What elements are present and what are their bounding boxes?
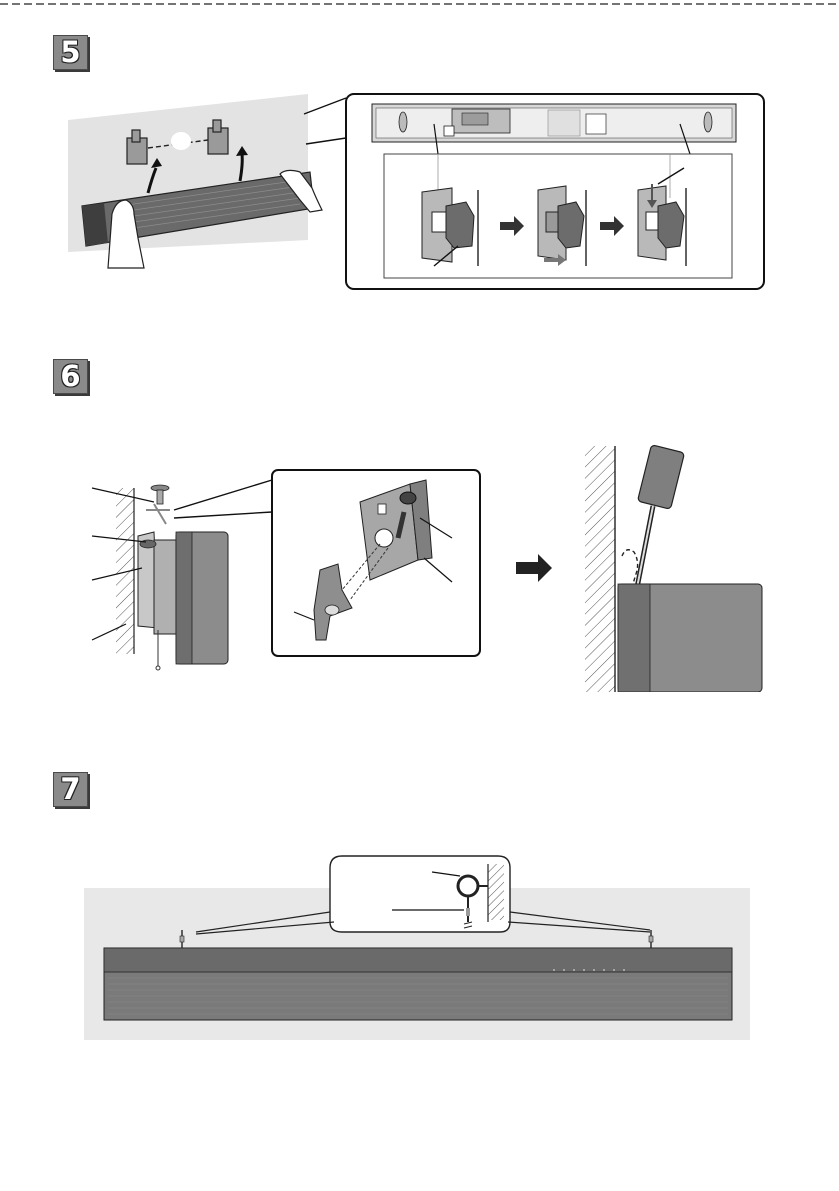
step-7-illustration [84, 852, 750, 1042]
step-5-badge: 5 [53, 35, 89, 71]
wall-hatch-icon [585, 446, 615, 692]
cut-line [0, 0, 839, 10]
step-6-illustration [80, 440, 770, 692]
wall-hatch-icon [488, 864, 504, 920]
step-7-badge: 7 [53, 772, 89, 808]
step-6-badge: 6 [53, 359, 89, 395]
screw-icon [151, 485, 169, 504]
step-number: 6 [53, 359, 88, 394]
step-number: 5 [53, 35, 88, 70]
screwdriver-icon [635, 445, 685, 598]
step-number: 7 [53, 772, 88, 807]
step-5-illustration [60, 88, 780, 298]
detail-callout [330, 856, 510, 932]
